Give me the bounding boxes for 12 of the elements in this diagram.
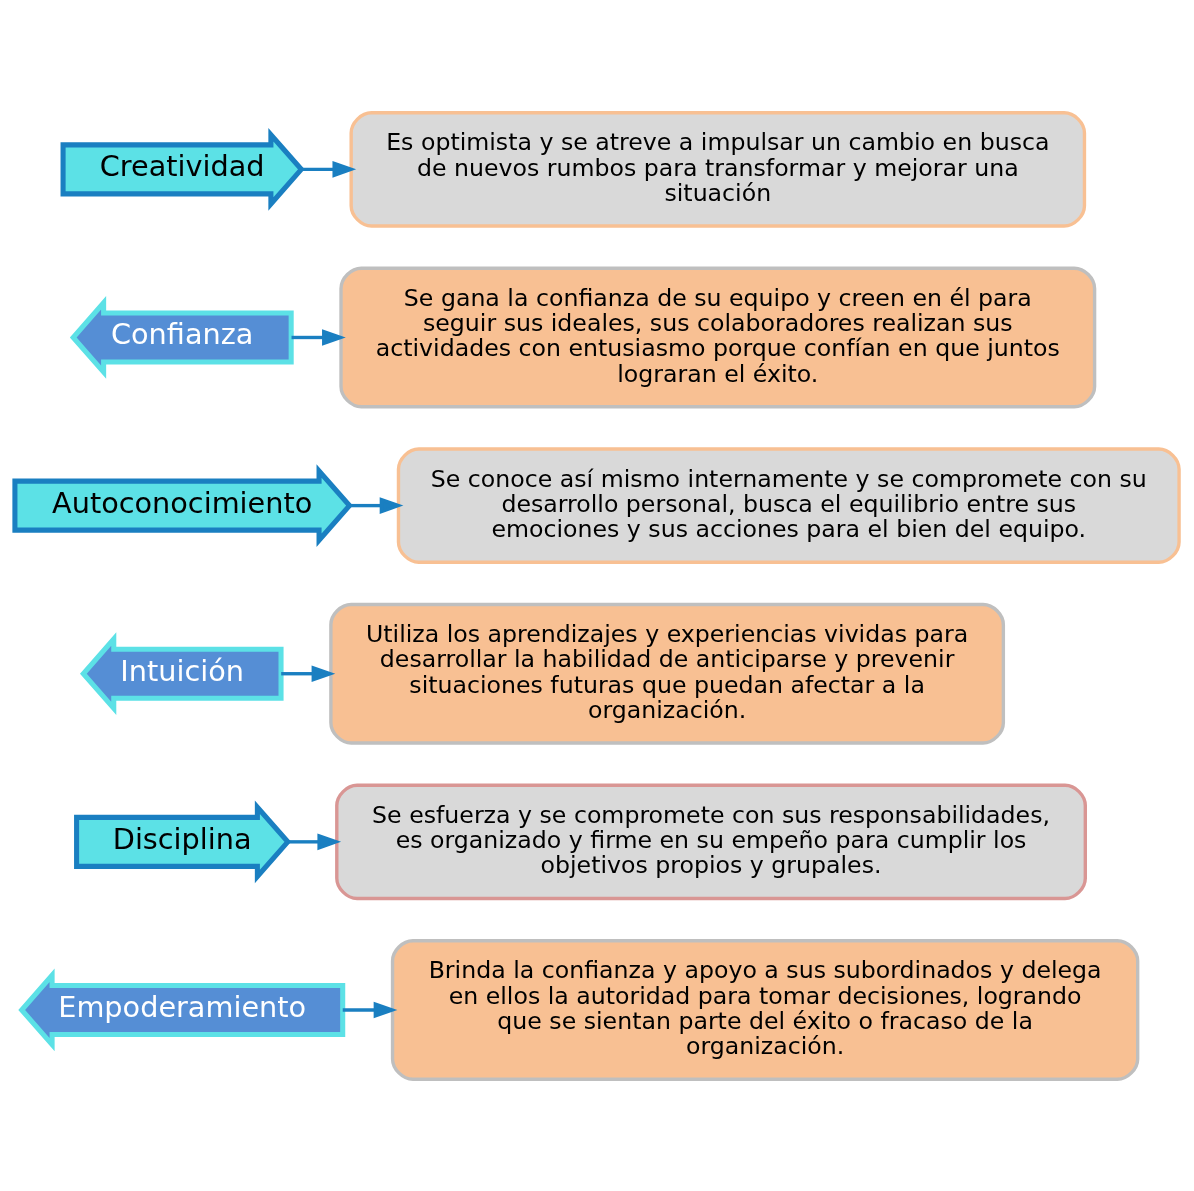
arrow [281, 664, 336, 682]
node-box: Es optimista y se atreve a impulsar un cambio en busca de nuevos rumbos para transformar y mejorar una situación [349, 110, 1087, 228]
arrow [349, 496, 404, 514]
arrow [342, 1001, 398, 1018]
node-box: Se esfuerza y se compromete con sus responsabilidades, es organizado y firme en su empeño para cumplir los objetivos propios y grupales. [335, 783, 1087, 900]
node-box: Brinda la confianza y apoyo a sus subordinados y delega en ellos la autoridad para tomar decisiones, logrando que se sientan parte del éxito o fracaso de la organización. [390, 938, 1140, 1081]
node-box: Se conoce así mismo internamente y se compromete con su desarrollo personal, busca el equilibrio entre sus emociones y sus acciones para el bien del equipo. [396, 446, 1181, 564]
node-box: Se gana la confianza de su equipo y creen en él para seguir sus ideales, sus colaboradores realizan sus actividades con entusiasmo porque confían en que juntos lograran el éxito. [339, 266, 1097, 408]
arrow [288, 833, 342, 850]
arrow [291, 328, 346, 346]
arrow [301, 160, 357, 178]
node-box: Utiliza los aprendizajes y experiencias vividas para desarrollar la habilidad de anticiparse y prevenir situaciones futuras que puedan afectar a la organización. [329, 602, 1006, 745]
